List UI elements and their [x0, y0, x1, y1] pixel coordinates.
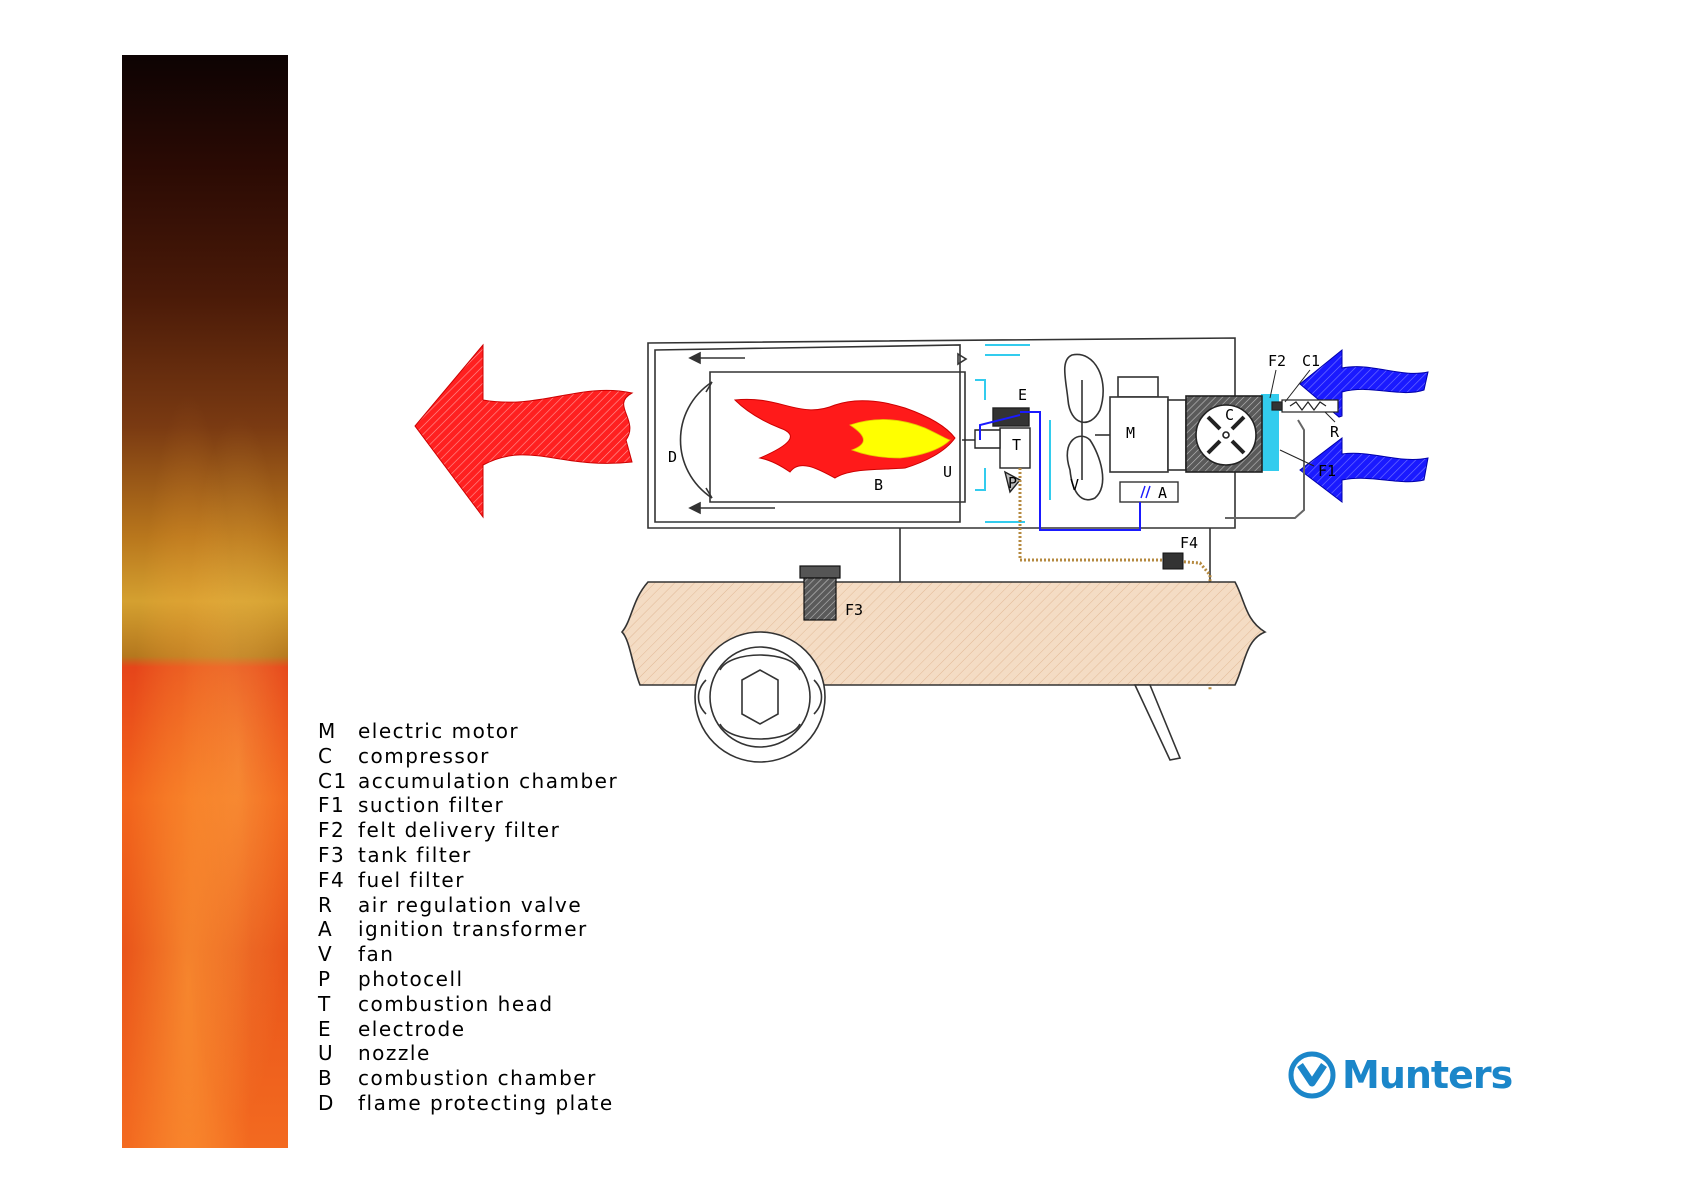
label-F2: F2: [1268, 352, 1286, 370]
label-F1: F1: [1318, 462, 1336, 480]
fuel-filter: [1162, 552, 1184, 570]
munters-logo: Munters: [1288, 1050, 1513, 1100]
legend-text: compressor: [358, 743, 490, 768]
air-regulation-valve: [1271, 399, 1339, 413]
label-D: D: [668, 448, 677, 466]
label-P: P: [1008, 474, 1017, 492]
legend-code: M: [318, 719, 337, 743]
wheel: [694, 631, 826, 763]
munters-logo-icon: [1288, 1051, 1336, 1099]
legend-item: F3 tank filter: [318, 843, 618, 868]
legend-text: fuel filter: [358, 867, 465, 892]
munters-logo-text: Munters: [1342, 1053, 1513, 1097]
leader-lines: [1269, 369, 1336, 467]
legend-text: fan: [358, 942, 395, 967]
legend-item: C1 accumulation chamber: [318, 769, 618, 794]
label-M: M: [1126, 424, 1135, 442]
label-F4: F4: [1180, 534, 1198, 552]
legend-text: electric motor: [358, 719, 520, 743]
label-V: V: [1070, 476, 1079, 494]
legend-text: accumulation chamber: [358, 768, 619, 793]
fire-background-strip: [122, 55, 288, 1148]
tank-filter: [799, 565, 841, 621]
combustion-head: [962, 407, 1031, 494]
legend-text: electrode: [358, 1016, 466, 1041]
label-F3: F3: [845, 601, 863, 619]
electric-motor: [1095, 376, 1187, 473]
delivery-line: [1225, 419, 1305, 519]
ignition-transformer: [1119, 481, 1179, 503]
legend-item: F1 suction filter: [318, 793, 618, 818]
cold-air-arrow-bottom: [1299, 436, 1429, 504]
legend-text: ignition transformer: [358, 917, 588, 942]
legend-item: F2 felt delivery filter: [318, 818, 618, 843]
legend-code: D: [318, 1090, 335, 1115]
label-B: B: [874, 476, 883, 494]
legend-code: U: [318, 1041, 335, 1066]
label-R: R: [1330, 423, 1340, 441]
label-E: E: [1018, 386, 1027, 404]
hot-air-arrow: [414, 343, 634, 519]
legend-code: F3: [318, 842, 346, 867]
legend-text: flame protecting plate: [358, 1090, 614, 1115]
flame-core: [849, 419, 951, 459]
legend-text: tank filter: [358, 842, 472, 867]
label-C: C: [1225, 406, 1234, 424]
legend-code: C1: [318, 768, 348, 793]
legend-code: C: [318, 743, 334, 768]
label-T: T: [1012, 436, 1021, 454]
legend-code: E: [318, 1016, 333, 1041]
legend-code: B: [318, 1066, 334, 1091]
legend-text: felt delivery filter: [358, 818, 561, 843]
label-A: A: [1158, 484, 1167, 502]
compressor: [1185, 395, 1263, 473]
legend-code: A: [318, 917, 334, 942]
legend-text: suction filter: [358, 793, 505, 818]
legend-text: combustion head: [358, 991, 554, 1016]
legend-text: photocell: [358, 966, 464, 991]
legend-code: F1: [318, 793, 346, 818]
legend-text: air regulation valve: [358, 892, 583, 917]
legend-code: V: [318, 942, 334, 967]
legend-code: P: [318, 966, 332, 991]
legend-code: R: [318, 892, 334, 917]
legend-code: F4: [318, 867, 346, 892]
label-U: U: [943, 463, 952, 481]
legend-text: nozzle: [358, 1041, 431, 1066]
legend-code: F2: [318, 818, 346, 843]
ignition-wiring: [979, 411, 1141, 531]
legend-item: F4 fuel filter: [318, 868, 618, 893]
fan: [1063, 353, 1104, 501]
legend-text: combustion chamber: [358, 1066, 597, 1091]
label-C1: C1: [1302, 352, 1320, 370]
support-leg: [1133, 684, 1182, 761]
air-flow-lines: [975, 344, 1295, 523]
legend-code: T: [318, 991, 332, 1016]
